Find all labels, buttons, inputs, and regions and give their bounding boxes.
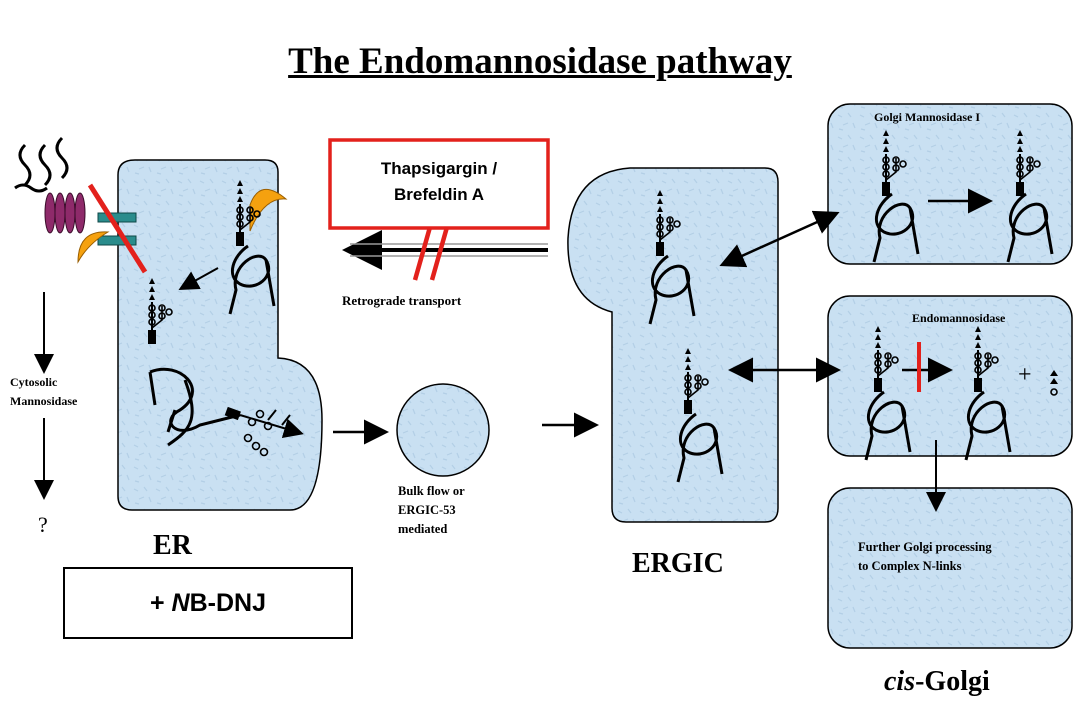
further-processing-compartment — [827, 487, 1073, 649]
inhibitor-box — [328, 138, 550, 230]
endomannosidase-label: Endomannosidase — [912, 311, 1006, 325]
bulk-flow-label: Bulk flow or ERGIC-53 mediated — [398, 484, 465, 536]
transport-vesicle — [396, 383, 490, 477]
er-compartment — [117, 159, 323, 511]
released-glycan-icon — [1050, 370, 1058, 396]
retrograde-transport-label: Retrograde transport — [342, 293, 462, 308]
retrograde-block-line-2 — [429, 219, 452, 281]
further-processing-label: Further Golgi processing to Complex N-li… — [858, 540, 992, 573]
calnexin-icon — [77, 231, 110, 264]
translocon-icon — [97, 212, 137, 223]
inhibition-line-er — [87, 183, 148, 274]
golgi-mannosidase-label: Golgi Mannosidase I — [874, 110, 981, 124]
cis-golgi-label: cis-Golgi — [884, 666, 990, 697]
golgi-mannosidase-compartment — [827, 103, 1073, 265]
drug-label: + NB-DNJ — [149, 589, 266, 617]
unknown-fate-label: ? — [38, 512, 48, 537]
ergic-label: ERGIC — [632, 548, 724, 579]
calnexin-er-icon — [249, 189, 288, 232]
proteasome-icon — [44, 192, 86, 234]
diagram-title: The Endomannosidase pathway — [288, 41, 792, 82]
plus-sign: + — [1018, 362, 1032, 388]
er-label: ER — [153, 530, 192, 561]
retrograde-block-line-1 — [412, 219, 435, 281]
inhibitor-label: Thapsigargin / Brefeldin A — [380, 159, 498, 204]
ergic-golgi-arrow-top — [719, 210, 840, 268]
cytosolic-degradation — [14, 136, 69, 193]
drug-box — [63, 567, 353, 639]
cytosolic-mannosidase-label: Cytosolic Mannosidase — [10, 375, 78, 408]
